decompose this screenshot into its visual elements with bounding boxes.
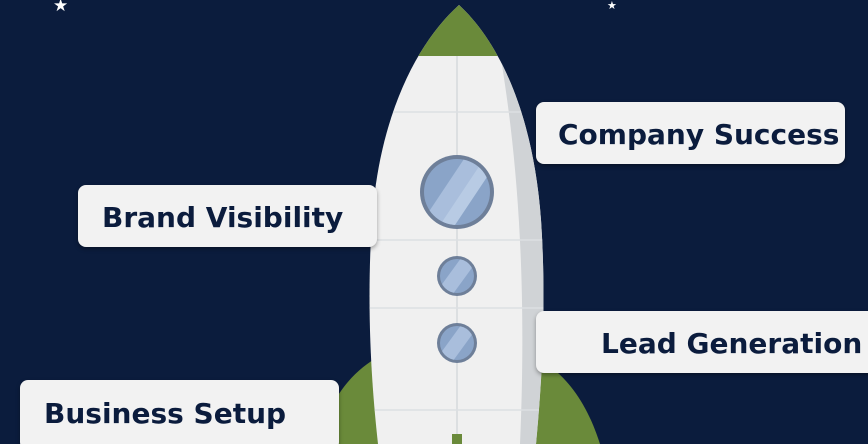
- porthole-icon: [437, 323, 477, 363]
- right-fin: [532, 356, 600, 444]
- brand-visibility-label: Brand Visibility: [102, 201, 344, 234]
- business-setup-label: Business Setup: [44, 397, 287, 430]
- business-setup-box: [20, 380, 339, 444]
- nozzle-stub: [452, 434, 462, 444]
- lead-generation-box: [536, 311, 868, 373]
- star-icon: ★: [607, 0, 617, 12]
- porthole-icon: [437, 256, 477, 296]
- star-icon: ★: [53, 0, 69, 15]
- nose-cone: [405, 5, 513, 56]
- lead-generation-label: Lead Generation: [601, 327, 863, 360]
- porthole-icon: [420, 155, 494, 229]
- brand-visibility-box: [78, 185, 377, 247]
- company-success-label: Company Success: [558, 118, 840, 151]
- company-success-box: [536, 102, 845, 164]
